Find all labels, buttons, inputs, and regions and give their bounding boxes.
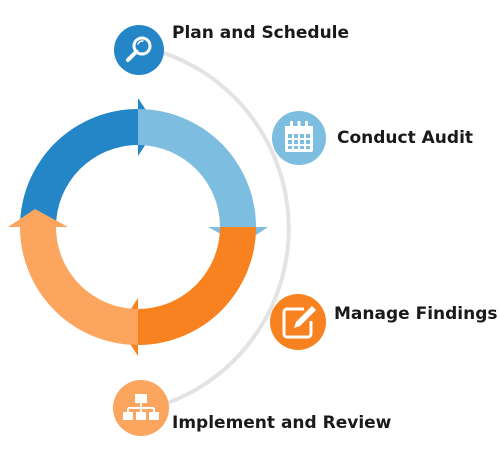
step-label-conduct-audit: Conduct Audit	[337, 128, 474, 148]
step-label-manage-findings: Manage Findings	[334, 304, 498, 324]
step-review-icon-badge	[113, 380, 169, 436]
cycle-ring	[8, 98, 268, 356]
cycle-segment-findings	[119, 227, 256, 356]
cycle-segment-plan	[20, 98, 157, 227]
step-label-plan-and-schedule: Plan and Schedule	[172, 23, 350, 43]
step-findings-icon-badge	[270, 294, 326, 350]
calendar-icon	[285, 121, 313, 152]
cycle-segment-audit	[138, 109, 268, 245]
org-chart-icon	[123, 394, 159, 420]
edit-icon	[282, 306, 316, 339]
timeline-track	[146, 46, 291, 410]
magnifier-icon	[126, 36, 152, 62]
cycle-segment-review	[8, 209, 138, 345]
step-label-implement-and-review: Implement and Review	[172, 413, 392, 433]
step-audit-icon-badge	[272, 111, 326, 165]
step-plan-icon-badge	[114, 25, 164, 75]
